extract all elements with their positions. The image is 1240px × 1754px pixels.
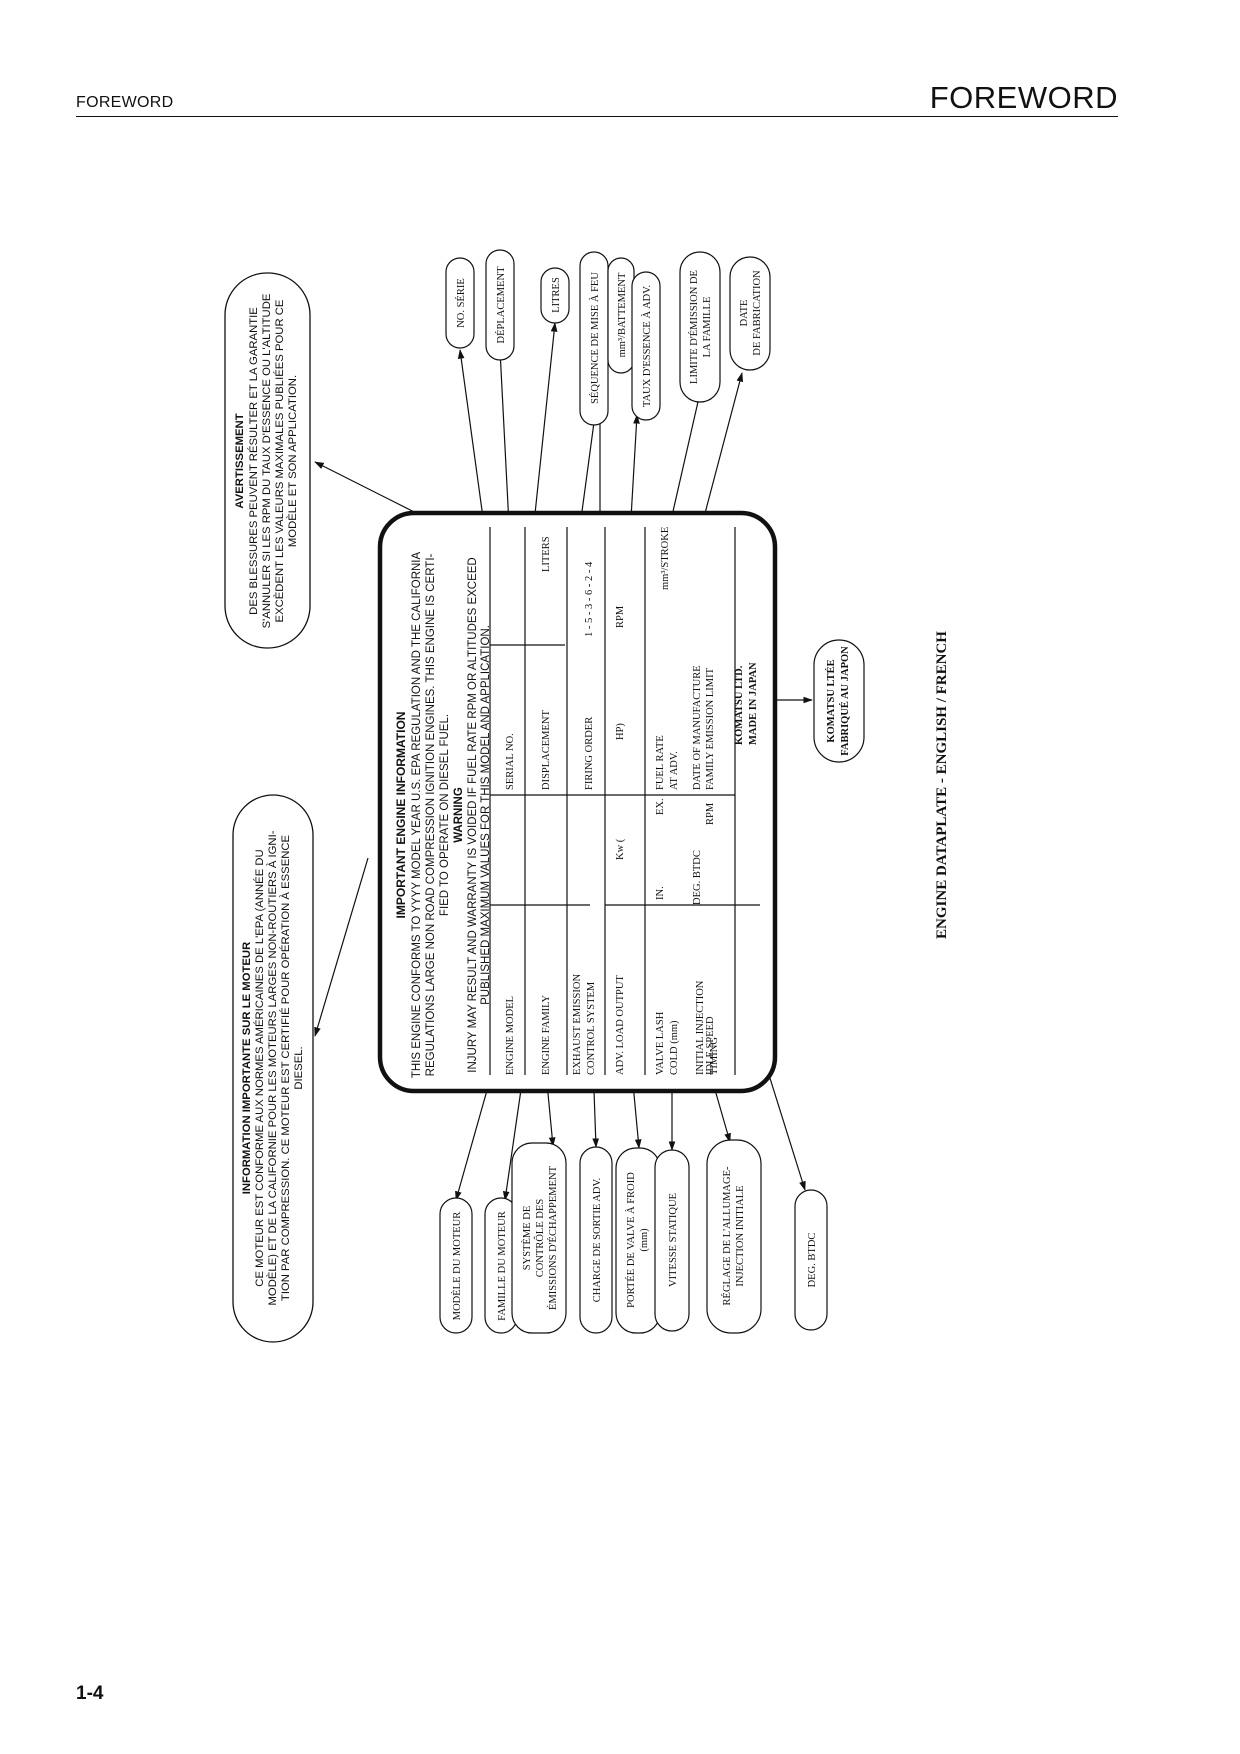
callout-deg bbox=[794, 1189, 828, 1331]
cell-family-emission-limit: FAMILY EMISSION LIMIT bbox=[705, 667, 716, 790]
callout-charge bbox=[579, 1146, 613, 1334]
header-section-label: FOREWORD bbox=[76, 94, 174, 111]
label-komatsu-ltee-line-1: KOMATSU LTÉE bbox=[825, 659, 837, 742]
label-systeme-line-1: SYSTÈME DE bbox=[521, 1206, 533, 1270]
cell-firing-value: 1 - 5 - 3 - 6 - 2 - 4 bbox=[584, 561, 595, 637]
avert-line-4: MODÈLE ET SON APPLICATION. bbox=[286, 375, 299, 547]
label-litres: LITRES bbox=[551, 277, 562, 313]
cell-exhaust-line-1: EXHAUST EMISSION bbox=[572, 974, 583, 1075]
figure-caption: ENGINE DATAPLATE - ENGLISH / FRENCH bbox=[934, 631, 950, 939]
callout-modele bbox=[439, 1197, 473, 1334]
dataplate-conform-line-2: REGULATIONS LARGE NON ROAD COMPRESSION I… bbox=[425, 553, 437, 1076]
cell-in: IN. bbox=[655, 886, 666, 900]
callout-portee bbox=[615, 1147, 661, 1334]
cell-rpm: RPM bbox=[705, 802, 716, 825]
dataplate-grid bbox=[489, 527, 760, 1075]
cell-engine-family: ENGINE FAMILY bbox=[541, 994, 552, 1075]
dataplate-title: IMPORTANT ENGINE INFORMATION bbox=[394, 712, 408, 919]
info-line-3: TION PAR COMPRESSION. CE MOTEUR EST CERT… bbox=[279, 834, 292, 1301]
cell-adv-load-output: ADV. LOAD OUTPUT bbox=[615, 975, 626, 1075]
cell-date-of-manufacture: DATE OF MANUFACTURE bbox=[692, 665, 703, 790]
cell-ex: EX. bbox=[655, 798, 666, 815]
cell-deg-btdc: DEG. BTDC bbox=[692, 850, 703, 905]
label-modele: MODÈLE DU MOTEUR bbox=[451, 1212, 463, 1321]
cell-displacement: DISPLACEMENT bbox=[541, 709, 552, 790]
dataplate-warning-line-2: PUBLISHED MAXIMUM VALUES FOR THIS MODEL … bbox=[480, 625, 492, 1005]
label-systeme-line-2: CONTRÔLE DES bbox=[534, 1199, 546, 1278]
dataplate: IMPORTANT ENGINE INFORMATION THIS ENGINE… bbox=[377, 510, 778, 1094]
callout-reglage bbox=[706, 1139, 762, 1334]
info-line-1: CE MOTEUR EST CONFORME AUX NORMES AMÉRIC… bbox=[253, 849, 266, 1286]
label-sequence: SÉQUENCE DE MISE À FEU bbox=[589, 272, 601, 404]
label-portee-line-2: (mm) bbox=[639, 1228, 650, 1252]
cell-valve-lash-line-1: VALVE LASH bbox=[655, 1011, 666, 1075]
label-limite-line-1: LIMITE D'ÉMISSION DE bbox=[688, 270, 700, 384]
dataplate-frame bbox=[377, 510, 778, 1094]
label-portee-line-1: PORTÉE DE VALVE À FROID bbox=[625, 1172, 637, 1308]
cell-rpm-unit: RPM bbox=[615, 605, 626, 628]
callout-litres bbox=[540, 267, 570, 324]
cell-exhaust-line-2: CONTROL SYSTEM bbox=[586, 981, 597, 1075]
cell-fuel-rate-line-1: FUEL RATE bbox=[655, 735, 666, 790]
cell-valve-lash-line-2: COLD (mm) bbox=[669, 1020, 680, 1075]
info-title: INFORMATION IMPORTANTE SUR LE MOTEUR bbox=[241, 942, 253, 1195]
cell-idle-speed: IDLE SPEED bbox=[705, 1016, 716, 1075]
callout-systeme bbox=[511, 1142, 567, 1334]
label-limite-line-2: LA FAMILLE bbox=[702, 297, 713, 358]
callout-no-serie bbox=[445, 257, 475, 349]
cell-komatsu-ltd: KOMATSU LTD. bbox=[734, 665, 745, 745]
label-charge: CHARGE DE SORTIE ADV. bbox=[592, 1178, 603, 1303]
callout-taux bbox=[631, 271, 661, 421]
callout-deplacement bbox=[485, 249, 515, 361]
cell-mm3-stroke: mm³/STROKE bbox=[660, 527, 671, 590]
dataplate-warning-line-1: INJURY MAY RESULT AND WARRANTY IS VOIDED… bbox=[467, 557, 479, 1072]
cell-firing-order: FIRING ORDER bbox=[584, 717, 595, 790]
cell-made-in-japan: MADE IN JAPAN bbox=[748, 662, 759, 745]
label-taux: TAUX D'ESSENCE À ADV. bbox=[641, 285, 653, 407]
header-section-title: FOREWORD bbox=[929, 80, 1118, 115]
label-date-line-2: DE FABRICATION bbox=[752, 270, 763, 356]
cell-engine-model: ENGINE MODEL bbox=[505, 996, 516, 1075]
label-reglage-line-2: INJECTION INITIALE bbox=[735, 1185, 746, 1286]
dataplate-conform-line-3: FIED TO OPERATE ON DIESEL FUEL. bbox=[439, 714, 451, 916]
label-battement: mm³/BATTEMENT bbox=[617, 272, 628, 357]
cell-kw: Kw ( bbox=[615, 838, 626, 860]
avert-title: AVERTISSEMENT bbox=[234, 413, 246, 508]
callout-information-importante: INFORMATION IMPORTANTE SUR LE MOTEUR CE … bbox=[232, 794, 314, 1343]
callout-vitesse bbox=[654, 1149, 690, 1332]
label-deg-btdc: DEG. BTDC bbox=[807, 1233, 818, 1288]
cell-liters: LITERS bbox=[541, 536, 552, 572]
info-line-2: MODÈLE) ET DE LA CALIFORNIE POUR LES MOT… bbox=[266, 830, 279, 1305]
dataplate-warning-title: WARNING bbox=[453, 787, 465, 843]
page-number: 1-4 bbox=[76, 1683, 104, 1704]
label-no-serie: NO. SÉRIE bbox=[455, 278, 467, 328]
callout-date bbox=[729, 256, 771, 371]
label-komatsu-ltee-line-2: FABRIQUÉ AU JAPON bbox=[839, 646, 851, 756]
header-rule bbox=[76, 116, 1118, 117]
callout-avertissement: AVERTISSEMENT DES BLESSURES PEUVENT RÉSU… bbox=[224, 272, 311, 649]
label-date-line-1: DATE bbox=[739, 300, 750, 327]
callout-komatsu-ltee: KOMATSU LTÉE FABRIQUÉ AU JAPON bbox=[813, 639, 865, 763]
cell-serial-no: SERIAL NO. bbox=[505, 733, 516, 790]
avert-line-1: DES BLESSURES PEUVENT RÉSULTER ET LA GAR… bbox=[247, 307, 260, 615]
cell-initial-injection-line-1: INITIAL INJECTION bbox=[695, 980, 706, 1075]
dataplate-conform-line-1: THIS ENGINE CONFORMS TO YYYY MODEL YEAR … bbox=[411, 552, 423, 1079]
label-systeme-line-3: ÉMISSIONS D'ÉCHAPPEMENT bbox=[547, 1165, 559, 1310]
avert-line-3: EXCÈDENT LES VALEURS MAXIMALES PUBLIÉES … bbox=[273, 299, 286, 622]
cell-hp: HP) bbox=[615, 723, 626, 740]
callout-limite bbox=[679, 251, 721, 403]
avert-line-2: S'ANNULER SI LES RPM DU TAUX D'ESSENCE O… bbox=[261, 293, 273, 628]
label-deplacement: DÉPLACEMENT bbox=[495, 266, 507, 344]
info-line-4: DIESEL. bbox=[293, 1046, 305, 1089]
label-reglage-line-1: RÉGLAGE DE L'ALLUMAGE- bbox=[721, 1166, 733, 1305]
cell-initial-injection-line-2: TIMING bbox=[709, 1037, 720, 1075]
label-famille: FAMILLE DU MOTEUR bbox=[497, 1211, 508, 1320]
label-vitesse: VITESSE STATIQUE bbox=[668, 1193, 679, 1287]
cell-fuel-rate-line-2: AT ADV. bbox=[669, 751, 680, 790]
